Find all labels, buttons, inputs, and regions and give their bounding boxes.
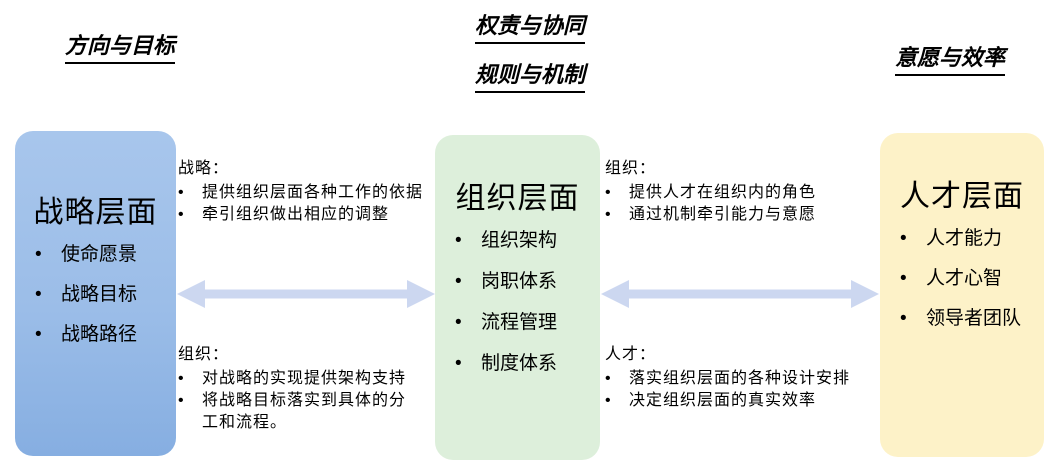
talent-layer-list: 人才能力 人才心智 领导者团队 bbox=[880, 227, 1044, 331]
header-direction-goals-text: 方向与目标 bbox=[64, 28, 175, 64]
annotation-org-to-strategy: 组织： 对战略的实现提供架构支持 将战略目标落实到具体的分工和流程。 bbox=[178, 344, 413, 434]
bullet-icon bbox=[455, 270, 481, 294]
bullet-icon bbox=[900, 307, 926, 331]
bullet-icon bbox=[605, 182, 629, 204]
strategy-layer-box: 战略层面 使命愿景 战略目标 战略路径 bbox=[15, 131, 176, 456]
bullet-icon bbox=[455, 352, 481, 376]
annotation-item: 提供组织层面各种工作的依据 bbox=[178, 182, 444, 204]
organization-layer-title: 组织层面 bbox=[455, 182, 580, 215]
list-item: 战略目标 bbox=[35, 283, 176, 307]
strategy-layer-list: 使命愿景 战略目标 战略路径 bbox=[15, 243, 176, 347]
annotation-label: 组织： bbox=[605, 160, 657, 177]
annotation-item: 提供人才在组织内的角色 bbox=[605, 182, 883, 204]
annotation-item: 落实组织层面的各种设计安排 bbox=[605, 368, 885, 390]
list-item: 使命愿景 bbox=[35, 243, 176, 267]
list-item: 组织架构 bbox=[455, 229, 600, 253]
header-middle: 权责与协同 规则与机制 bbox=[445, 8, 615, 106]
header-will-efficiency-text: 意愿与效率 bbox=[894, 40, 1005, 76]
bullet-icon bbox=[900, 267, 926, 291]
bullet-icon bbox=[35, 283, 61, 307]
list-item: 领导者团队 bbox=[900, 307, 1044, 331]
organization-layer-box: 组织层面 组织架构 岗职体系 流程管理 制度体系 bbox=[435, 135, 600, 460]
bullet-icon bbox=[455, 229, 481, 253]
bullet-icon bbox=[178, 204, 202, 226]
bullet-icon bbox=[35, 323, 61, 347]
bullet-icon bbox=[178, 368, 202, 390]
bullet-icon bbox=[178, 390, 202, 412]
bullet-icon bbox=[35, 243, 61, 267]
list-item: 人才能力 bbox=[900, 227, 1044, 251]
annotation-item: 对战略的实现提供架构支持 bbox=[178, 368, 413, 390]
bullet-icon bbox=[900, 227, 926, 251]
annotation-strategy-to-org: 战略： 提供组织层面各种工作的依据 牵引组织做出相应的调整 bbox=[178, 158, 444, 226]
header-direction-goals: 方向与目标 bbox=[50, 28, 190, 64]
annotation-label: 人才： bbox=[605, 346, 657, 363]
annotation-org-to-talent: 组织： 提供人才在组织内的角色 通过机制牵引能力与意愿 bbox=[605, 158, 883, 226]
talent-layer-title: 人才层面 bbox=[900, 180, 1024, 213]
organization-layer-list: 组织架构 岗职体系 流程管理 制度体系 bbox=[435, 229, 600, 376]
bullet-icon bbox=[605, 204, 629, 226]
bullet-icon bbox=[455, 311, 481, 335]
header-rules-mechanism: 规则与机制 bbox=[445, 57, 615, 93]
strategy-layer-title: 战略层面 bbox=[33, 196, 158, 229]
list-item: 流程管理 bbox=[455, 311, 600, 335]
bullet-icon bbox=[605, 390, 629, 412]
bullet-icon bbox=[605, 368, 629, 390]
annotation-label: 组织： bbox=[178, 346, 230, 363]
list-item: 战略路径 bbox=[35, 323, 176, 347]
bullet-icon bbox=[178, 182, 202, 204]
list-item: 制度体系 bbox=[455, 352, 600, 376]
list-item: 岗职体系 bbox=[455, 270, 600, 294]
annotation-item: 将战略目标落实到具体的分工和流程。 bbox=[178, 390, 413, 434]
header-rights-synergy: 权责与协同 bbox=[445, 8, 615, 44]
annotation-item: 牵引组织做出相应的调整 bbox=[178, 204, 444, 226]
annotation-item: 决定组织层面的真实效率 bbox=[605, 390, 885, 412]
annotation-label: 战略： bbox=[178, 160, 230, 177]
double-arrow-organization-talent bbox=[601, 280, 879, 308]
header-will-efficiency: 意愿与效率 bbox=[880, 40, 1020, 76]
double-arrow-strategy-organization bbox=[177, 280, 435, 308]
list-item: 人才心智 bbox=[900, 267, 1044, 291]
talent-layer-box: 人才层面 人才能力 人才心智 领导者团队 bbox=[880, 133, 1044, 457]
annotation-item: 通过机制牵引能力与意愿 bbox=[605, 204, 883, 226]
annotation-talent-to-org: 人才： 落实组织层面的各种设计安排 决定组织层面的真实效率 bbox=[605, 344, 885, 412]
